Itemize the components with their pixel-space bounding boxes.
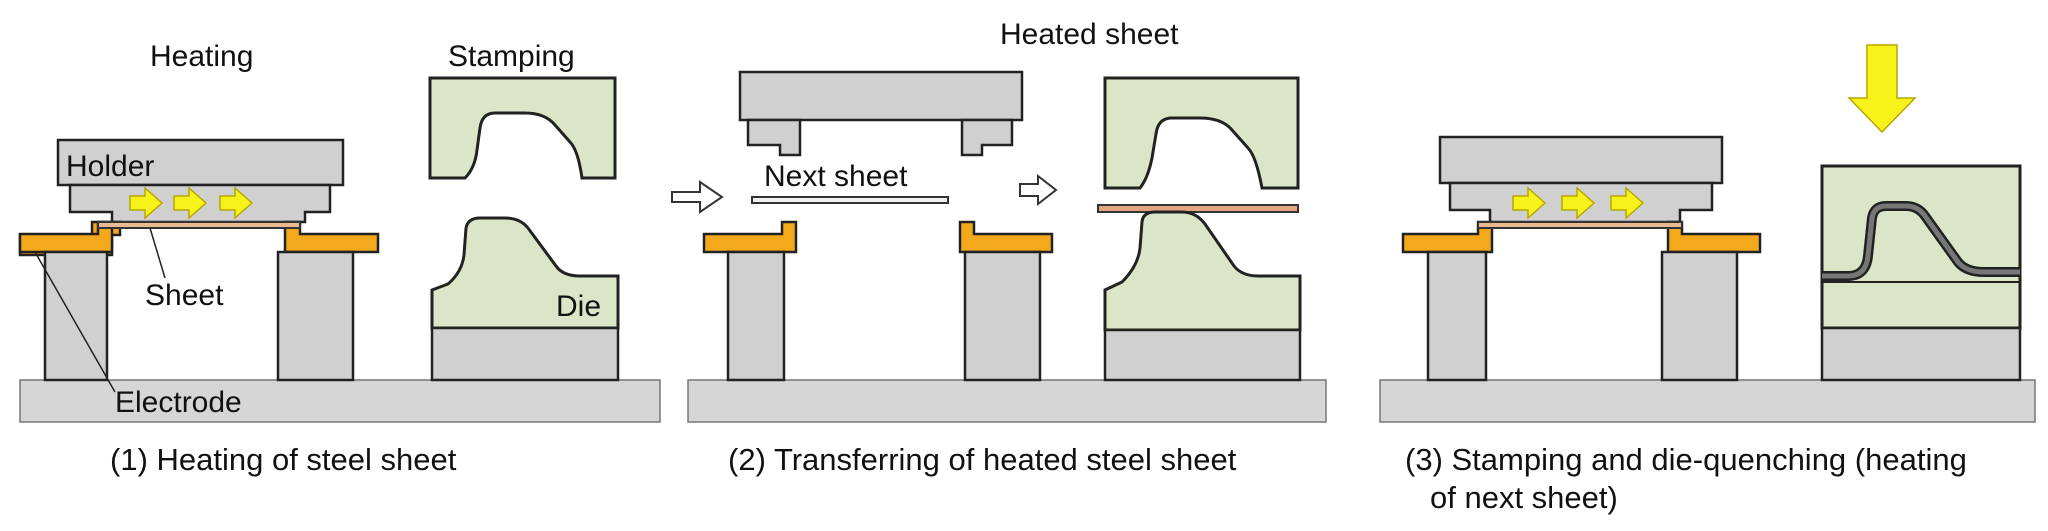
heated-sheet (1097, 204, 1299, 213)
sheet-leader-line (149, 227, 166, 279)
heating-station (18, 138, 380, 393)
panel-1-heating: Heating Stamping Holder Sheet Die Electr… (18, 40, 661, 477)
die-base-panel-2 (1103, 328, 1302, 382)
lower-die-panel-2 (1103, 210, 1302, 332)
heat-arrow-icon (1561, 186, 1596, 220)
support-post-left-panel-2 (726, 250, 786, 382)
heat-arrows-panel-3 (1512, 186, 1645, 220)
panel-3-stamping: (3) Stamping and die-quenching (heating … (1379, 44, 2036, 515)
panel-2-floor (687, 379, 1327, 423)
stamping-station-panel-2 (1097, 76, 1302, 382)
heat-arrows-panel-1 (129, 186, 254, 220)
sheet-panel-1 (97, 221, 301, 229)
holder-plate-lifted (738, 70, 1024, 122)
label-sheet: Sheet (145, 279, 224, 312)
upper-die-panel-2 (1103, 76, 1300, 190)
transfer-arrow-icon (671, 180, 724, 214)
heat-arrow-icon (1512, 186, 1547, 220)
heat-arrow-icon (1610, 186, 1645, 220)
holder-plate-panel-3 (1438, 135, 1724, 185)
support-post-right-panel-3 (1660, 250, 1739, 382)
heating-station-panel-3 (1401, 135, 1762, 382)
closed-die (1820, 164, 2022, 330)
holder-jaw-left (746, 118, 802, 157)
heat-arrow-icon (219, 186, 254, 220)
sheet-panel-3 (1477, 221, 1683, 229)
panel-3-floor (1379, 379, 2036, 423)
label-die: Die (556, 290, 601, 323)
electrode-right-panel-2 (958, 220, 1054, 254)
caption-panel-3-line-1: (3) Stamping and die-quenching (heating (1405, 442, 1967, 477)
stamping-station-panel-1 (428, 76, 620, 382)
caption-panel-1: (1) Heating of steel sheet (110, 442, 457, 477)
die-base (430, 326, 620, 382)
caption-panel-3-line-2: of next sheet) (1430, 480, 1618, 515)
label-electrode: Electrode (115, 386, 242, 419)
electrode-leader-line (34, 251, 116, 393)
heading-heating: Heating (150, 40, 253, 73)
holder-plate (56, 138, 345, 187)
lower-die (430, 216, 620, 330)
next-sheet (751, 196, 949, 204)
die-base-panel-3 (1820, 326, 2022, 382)
upper-die (428, 76, 617, 180)
label-next-sheet: Next sheet (764, 160, 908, 193)
caption-panel-2: (2) Transferring of heated steel sheet (728, 442, 1237, 477)
panel-1-floor (19, 379, 661, 423)
electrode-left-panel-2 (702, 220, 798, 254)
support-post-right (276, 250, 355, 382)
formed-part (1822, 203, 2020, 279)
press-down-arrow-icon (1847, 44, 1917, 134)
support-post-right-panel-2 (963, 250, 1042, 382)
heading-heated-sheet: Heated sheet (1000, 18, 1179, 51)
heat-arrow-icon (173, 186, 208, 220)
closed-die-station (1820, 44, 2022, 382)
support-post-left-panel-3 (1426, 250, 1488, 382)
heat-arrow-icon (129, 186, 164, 220)
holder-jaw-right (960, 118, 1014, 157)
label-holder: Holder (66, 150, 154, 183)
transfer-arrow-icon (1019, 173, 1058, 207)
panel-2-transfer: Heated sheet Next sheet (2) Transferring… (671, 18, 1327, 477)
heading-stamping: Stamping (448, 40, 575, 73)
transfer-station (671, 70, 1058, 382)
